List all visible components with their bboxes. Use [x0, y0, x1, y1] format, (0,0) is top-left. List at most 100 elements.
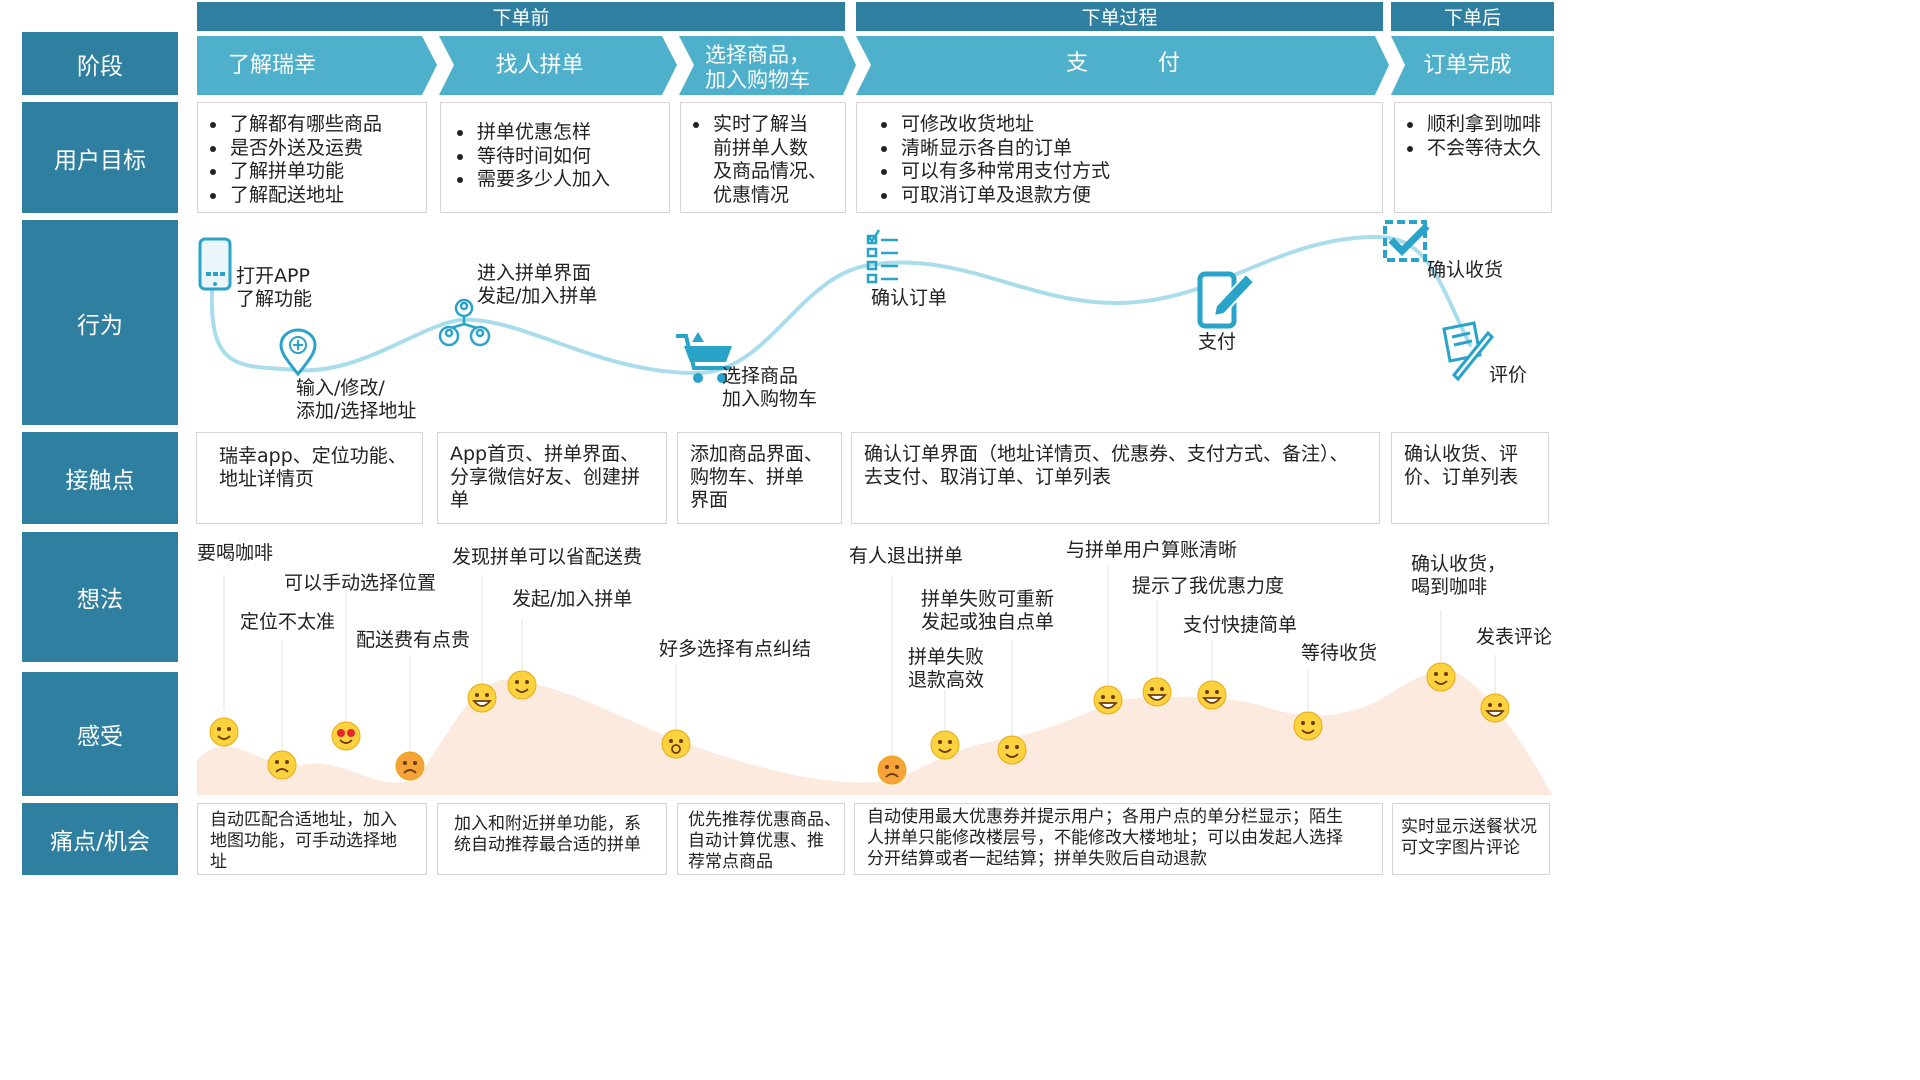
- stage-chevrons: [197, 36, 1554, 95]
- behavior-address: 输入/修改/ 添加/选择地址: [296, 377, 417, 422]
- thought-1: 要喝咖啡: [197, 542, 274, 564]
- pain-box-5: 实时显示送餐状况 可文字图片评论: [1392, 803, 1550, 875]
- emotion-face-icon: [997, 735, 1027, 765]
- emotion-face-icon: [331, 721, 361, 751]
- behavior-review: 评价: [1489, 364, 1528, 386]
- goal-item: 拼单优惠怎样: [475, 121, 669, 145]
- emotion-curve: [197, 565, 1552, 795]
- behavior-journey: [198, 220, 1495, 383]
- pain-box-4: 自动使用最大优惠券并提示用户；各用户点的单分栏显示；陌生 人拼单只能修改楼层号，…: [854, 803, 1383, 875]
- emotion-face-icon: [209, 717, 239, 747]
- stage-label-4: 支 付: [1066, 50, 1180, 76]
- emotion-face-icon: [1480, 693, 1510, 723]
- emotion-face-icon: [1093, 685, 1123, 715]
- row-label-goal: 用户目标: [22, 102, 178, 213]
- behavior-open-app: 打开APP 了解功能: [236, 265, 313, 310]
- row-label-thought: 想法: [22, 532, 178, 662]
- write-review-icon: [1442, 321, 1495, 382]
- location-pin-icon: [279, 328, 317, 377]
- behavior-group-order: 进入拼单界面 发起/加入拼单: [477, 262, 598, 307]
- behavior-confirm-receipt: 确认收货: [1427, 259, 1504, 281]
- stage-label-5: 订单完成: [1423, 52, 1512, 78]
- touchpoint-box-3: 添加商品界面、 购物车、拼单 界面: [677, 432, 842, 524]
- pain-box-1: 自动匹配合适地址，加入 地图功能，可手动选择地 址: [197, 803, 427, 875]
- goal-item: 实时了解当 前拼单人数 及商品情况、 优惠情况: [711, 113, 845, 207]
- goal-item: 清晰显示各自的订单: [899, 137, 1382, 161]
- thought-12: 提示了我优惠力度: [1132, 575, 1285, 597]
- goal-box-2: 拼单优惠怎样等待时间如何需要多少人加入: [440, 102, 670, 213]
- goal-box-5: 顺利拿到咖啡不会等待太久: [1394, 102, 1552, 213]
- mobile-pay-icon: [1197, 271, 1256, 329]
- stage-label-1: 了解瑞幸: [227, 52, 316, 78]
- thought-5: 发现拼单可以省配送费: [452, 546, 643, 568]
- emotion-face-icon: [877, 755, 907, 785]
- behavior-pay: 支付: [1198, 331, 1237, 353]
- goal-item: 可取消订单及退款方便: [899, 184, 1382, 208]
- goal-item: 是否外送及运费: [228, 137, 426, 161]
- stage-chevron-4: [856, 36, 1389, 95]
- stage-label-2: 找人拼单: [495, 52, 584, 78]
- shopping-cart-icon: [676, 332, 732, 383]
- goal-item: 可以有多种常用支付方式: [899, 160, 1382, 184]
- emotion-face-icon: [1197, 680, 1227, 710]
- stage-chevron-2: [439, 36, 677, 95]
- behavior-confirm-order: 确认订单: [871, 287, 948, 309]
- confirm-check-icon: [1383, 220, 1430, 262]
- behavior-select-goods: 选择商品 加入购物车: [722, 365, 818, 410]
- stage-chevron-5: [1391, 36, 1554, 95]
- goal-item: 不会等待太久: [1425, 137, 1551, 161]
- pain-box-2: 加入和附近拼单功能，系 统自动推荐最合适的拼单: [437, 803, 667, 875]
- pain-box-3: 优先推荐优惠商品、 自动计算优惠、推 荐常点商品: [677, 803, 845, 875]
- thought-16: 发表评论: [1476, 626, 1553, 648]
- row-label-stage: 阶段: [22, 32, 178, 95]
- emotion-face-icon: [661, 729, 691, 759]
- thought-13: 支付快捷简单: [1183, 614, 1298, 636]
- row-label-feeling: 感受: [22, 672, 178, 796]
- touchpoint-box-1: 瑞幸app、定位功能、 地址详情页: [196, 432, 423, 524]
- thought-6: 发起/加入拼单: [512, 588, 633, 610]
- goal-item: 顺利拿到咖啡: [1425, 113, 1551, 137]
- phase-after: 下单后: [1391, 2, 1554, 31]
- emotion-face-icon: [1426, 662, 1456, 692]
- stage-chevron-3: [679, 36, 856, 95]
- phase-during: 下单过程: [856, 2, 1383, 31]
- stage-chevron-1: [197, 36, 437, 95]
- goal-item: 了解都有哪些商品: [228, 113, 426, 137]
- thought-15: 确认收货， 喝到咖啡: [1411, 553, 1507, 598]
- touchpoint-box-2: App首页、拼单界面、 分享微信好友、创建拼 单: [437, 432, 667, 524]
- emotion-face-icon: [467, 683, 497, 713]
- journey-curve: [209, 234, 1472, 376]
- thought-7: 好多选择有点纠结: [659, 638, 812, 660]
- goal-box-1: 了解都有哪些商品是否外送及运费了解拼单功能了解配送地址: [197, 102, 427, 213]
- goal-item: 需要多少人加入: [475, 168, 669, 192]
- thought-9: 拼单失败可重新 发起或独自点单: [921, 588, 1055, 633]
- thought-14: 等待收货: [1301, 642, 1378, 664]
- thought-2: 可以手动选择位置: [284, 572, 437, 594]
- touchpoint-box-5: 确认收货、评 价、订单列表: [1391, 432, 1549, 524]
- goal-box-4: 可修改收货地址清晰显示各自的订单可以有多种常用支付方式可取消订单及退款方便: [856, 102, 1383, 213]
- row-label-pain: 痛点/机会: [22, 803, 178, 875]
- emotion-face-icon: [507, 670, 537, 700]
- thought-10: 拼单失败 退款高效: [908, 646, 985, 691]
- thought-4: 配送费有点贵: [356, 629, 471, 651]
- goal-item: 了解配送地址: [228, 184, 426, 208]
- checklist-icon: [866, 229, 898, 284]
- thought-3: 定位不太准: [240, 611, 336, 633]
- phone-icon: [198, 237, 232, 291]
- touchpoint-box-4: 确认订单界面（地址详情页、优惠券、支付方式、备注）、 去支付、取消订单、订单列表: [851, 432, 1380, 524]
- emotion-face-icon: [930, 730, 960, 760]
- emotion-face-icon: [1142, 677, 1172, 707]
- thought-8: 有人退出拼单: [849, 545, 964, 567]
- goal-item: 等待时间如何: [475, 145, 669, 169]
- emotion-face-icon: [267, 750, 297, 780]
- goal-box-3: 实时了解当 前拼单人数 及商品情况、 优惠情况: [680, 102, 846, 213]
- emotion-face-icon: [1293, 711, 1323, 741]
- group-people-icon: [438, 298, 491, 347]
- row-label-behavior: 行为: [22, 220, 178, 425]
- emotion-face-icon: [395, 751, 425, 781]
- goal-item: 可修改收货地址: [899, 113, 1382, 137]
- thought-11: 与拼单用户算账清晰: [1066, 539, 1238, 561]
- goal-item: 了解拼单功能: [228, 160, 426, 184]
- phase-before: 下单前: [197, 2, 845, 31]
- row-label-touchpoint: 接触点: [22, 432, 178, 524]
